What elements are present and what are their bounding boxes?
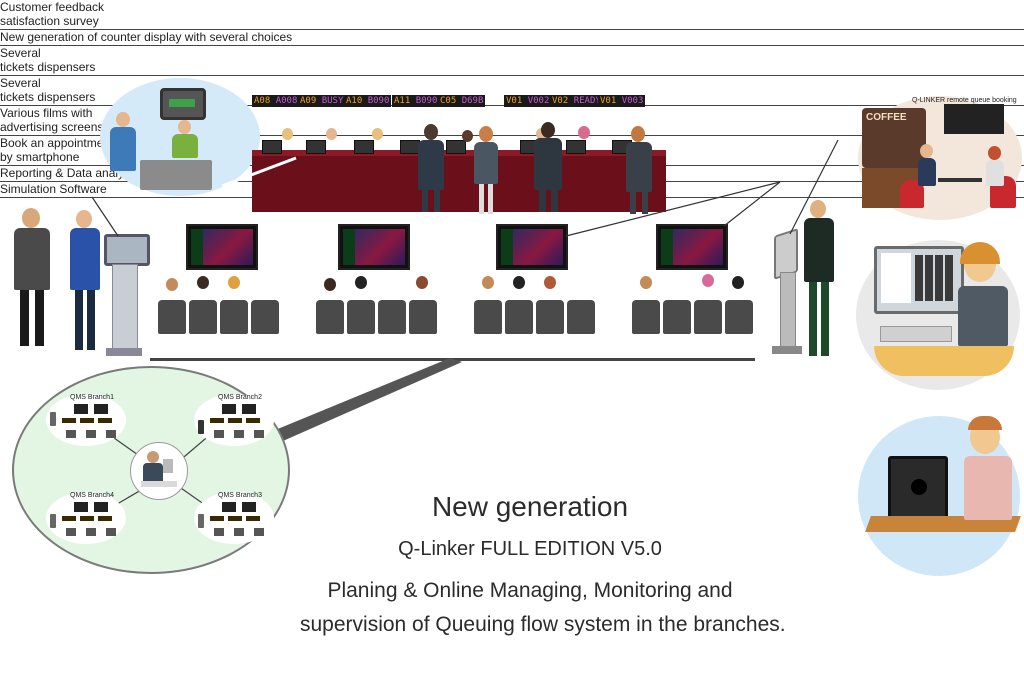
led-display-3: A10 B090 (344, 95, 392, 107)
branch-led (246, 516, 260, 521)
led-display-8: V01 V003 (598, 95, 646, 107)
branch-pc (66, 528, 76, 536)
led-display-5: C05 D69B (438, 95, 486, 107)
coffee-table (938, 178, 982, 182)
branch-led (98, 418, 112, 423)
feedback-label-2: satisfaction survey (0, 14, 1024, 30)
feedback-tablet-icon (160, 88, 206, 120)
branch-kiosk (198, 420, 204, 434)
branch-kiosk (198, 514, 204, 528)
coffee-shop-wall (862, 108, 926, 168)
branch-label-2: QMS Branch2 (218, 394, 262, 401)
branch-led (210, 516, 224, 521)
branch-screen (242, 502, 256, 512)
dispensers-left-label-1: Several (0, 46, 41, 60)
branch-pc (86, 528, 96, 536)
counter-monitor (262, 140, 282, 154)
report-keyboard (880, 326, 952, 342)
branch-kiosk (50, 514, 56, 528)
counter-display-label: New generation of counter display with s… (0, 30, 1024, 46)
appointment-label-1: Book an appointment (0, 136, 114, 150)
waiting-seats (474, 276, 598, 336)
advertising-screen (338, 224, 410, 270)
branch-pc (106, 430, 116, 438)
branch-led (80, 516, 94, 521)
branch-pc (86, 430, 96, 438)
counter-monitor (306, 140, 326, 154)
coffee-sign: COFFEE (866, 112, 907, 123)
branch-kiosk (50, 412, 56, 426)
counter-monitor (400, 140, 420, 154)
led-display-4: A11 B090 (392, 95, 440, 107)
waiting-seats (316, 276, 440, 336)
floor-line (150, 358, 755, 361)
led-display-1: A08 A008 (252, 95, 300, 107)
counter-top (252, 150, 666, 158)
branch-screen (94, 404, 108, 414)
branch-screen (242, 404, 256, 414)
branch-led (246, 418, 260, 423)
films-label-2: advertising screens (0, 120, 1024, 136)
report-monitor (874, 246, 964, 314)
branch-pc (254, 430, 264, 438)
branch-pc (66, 430, 76, 438)
branch-screen (74, 404, 88, 414)
branch-label-3: QMS Branch3 (218, 492, 262, 499)
service-counter (252, 156, 666, 212)
remote-booking-text: Q-LINKER remote queue booking (912, 97, 1017, 104)
branch-pc (234, 430, 244, 438)
dispensers-right-label-1: Several (0, 76, 41, 90)
counter-monitor (566, 140, 586, 154)
central-operator-node (130, 442, 188, 500)
feedback-desk (140, 160, 212, 190)
dispensers-left-label-2: tickets dispensers (0, 60, 1024, 76)
headline-line-4: supervision of Queuing flow system in th… (300, 613, 786, 636)
branch-led (228, 418, 242, 423)
films-label-1: Various films with (0, 106, 93, 120)
branch-led (98, 516, 112, 521)
advertising-screen (186, 224, 258, 270)
branch-led (228, 516, 242, 521)
branch-screen (94, 502, 108, 512)
branch-label-1: QMS Branch1 (70, 394, 114, 401)
waiting-seats (632, 274, 756, 336)
branch-led (62, 516, 76, 521)
led-display-6: V01 V002 (504, 95, 552, 107)
phone-booking-panel (944, 104, 1004, 134)
counter-monitor (354, 140, 374, 154)
simulation-monitor (888, 456, 948, 520)
branch-screen (222, 502, 236, 512)
branch-label-4: QMS Branch4 (70, 492, 114, 499)
branch-screen (74, 502, 88, 512)
counter-monitor (446, 140, 466, 154)
headline-line-2: Q-Linker FULL EDITION V5.0 (398, 538, 662, 560)
waiting-seats (158, 276, 282, 336)
branch-pc (106, 528, 116, 536)
headline-line-1: New generation (431, 491, 629, 522)
headline-line-3: Planing & Online Managing, Monitoring an… (327, 579, 733, 602)
led-display-7: V02 READY (550, 95, 603, 107)
report-desk (874, 346, 1014, 376)
branch-led (62, 418, 76, 423)
branch-pc (254, 528, 264, 536)
branch-led (210, 418, 224, 423)
branch-screen (222, 404, 236, 414)
branch-pc (214, 528, 224, 536)
branch-pc (214, 430, 224, 438)
led-display-2: A09 BUSY (298, 95, 346, 107)
branch-led (80, 418, 94, 423)
branch-pc (234, 528, 244, 536)
advertising-screen (496, 224, 568, 270)
advertising-screen (656, 224, 728, 270)
feedback-label-1: Customer feedback (0, 0, 105, 14)
